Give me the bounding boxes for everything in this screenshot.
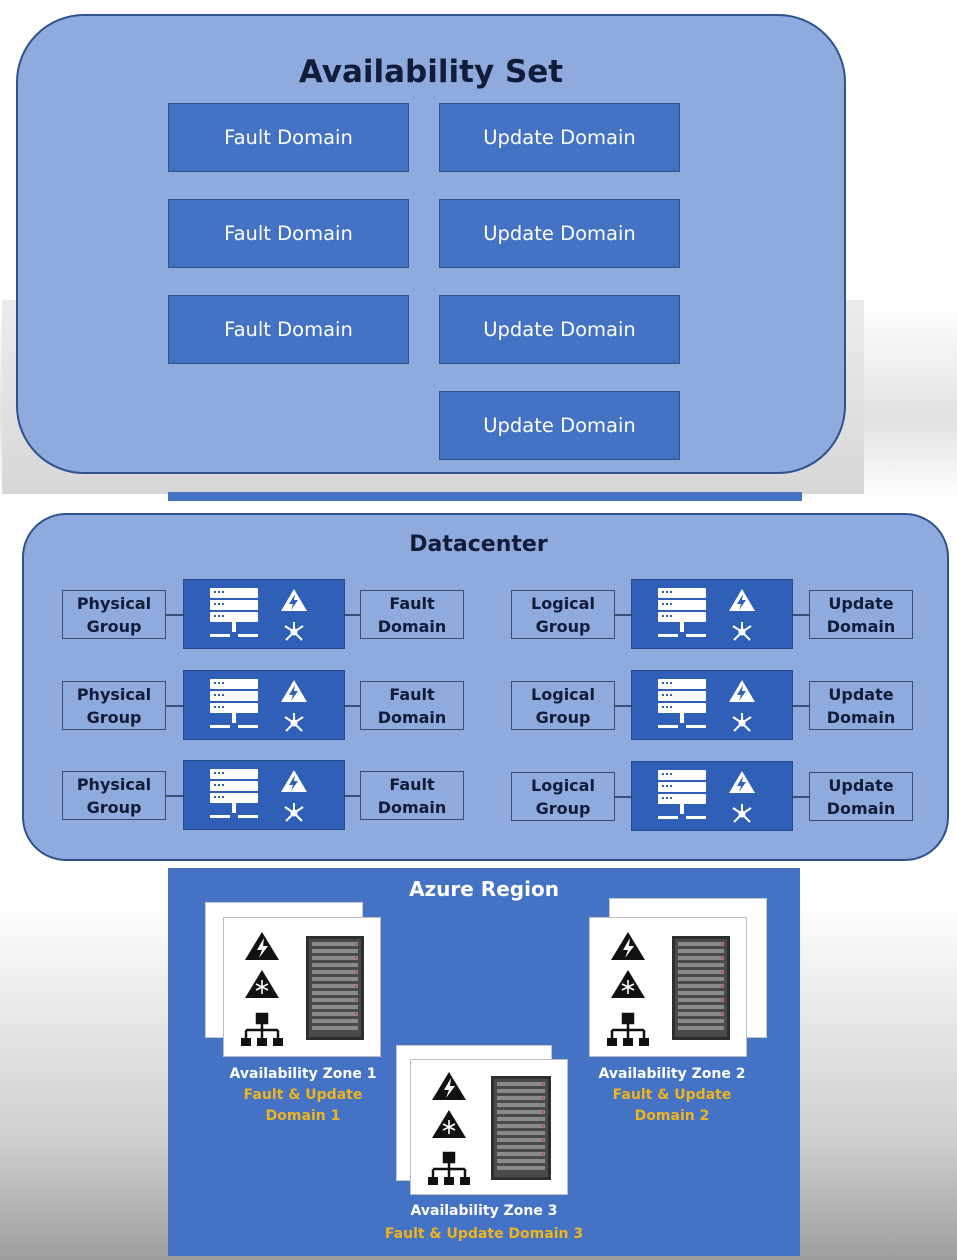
server-power-network-icons bbox=[210, 588, 307, 641]
fault-domain-label: Fault Domain bbox=[360, 681, 464, 730]
availability-zone-3-card bbox=[410, 1059, 568, 1195]
logical-group-line1: Logical bbox=[531, 775, 595, 795]
update-domain-line1: Update bbox=[828, 684, 894, 704]
physical-group-label: Physical Group bbox=[62, 681, 166, 730]
update-domain-box: Update Domain bbox=[439, 295, 680, 364]
physical-group-line1: Physical bbox=[76, 774, 152, 794]
fault-domain-line2: Domain bbox=[377, 707, 447, 727]
fault-domain-box: Fault Domain bbox=[168, 103, 409, 172]
connector-line bbox=[345, 795, 361, 797]
azure-region-title: Azure Region bbox=[409, 877, 559, 901]
physical-group-line2: Group bbox=[86, 797, 142, 817]
datacenter-panel bbox=[22, 513, 949, 861]
connector-line bbox=[615, 614, 632, 616]
fault-domain-line1: Fault bbox=[389, 774, 435, 794]
connector-line bbox=[615, 705, 632, 707]
connector-line bbox=[615, 796, 632, 798]
server-power-network-icons bbox=[658, 588, 755, 641]
zone-icons bbox=[241, 932, 364, 1046]
physical-group-label: Physical Group bbox=[62, 771, 166, 820]
network-icon bbox=[610, 1012, 646, 1038]
network-icon bbox=[244, 1012, 280, 1038]
connector-line bbox=[793, 705, 810, 707]
zone-1-name: Availability Zone 1 bbox=[229, 1066, 377, 1082]
fault-domain-label: Fault Domain bbox=[360, 590, 464, 639]
logical-group-label: Logical Group bbox=[511, 590, 615, 639]
zone-1-detail-line2: Domain 1 bbox=[265, 1108, 341, 1124]
fault-domain-label: Fault Domain bbox=[360, 771, 464, 820]
availability-zone-2-card bbox=[589, 917, 747, 1057]
server-rack-icon bbox=[491, 1076, 551, 1180]
connector-line bbox=[345, 614, 361, 616]
availability-zone-3-caption: Availability Zone 3 Fault & Update Domai… bbox=[368, 1201, 600, 1245]
network-icon bbox=[431, 1151, 467, 1177]
zone-3-name: Availability Zone 3 bbox=[410, 1203, 558, 1219]
connector-line bbox=[166, 614, 184, 616]
update-domain-line1: Update bbox=[828, 775, 894, 795]
availability-zone-1-card bbox=[223, 917, 381, 1057]
server-power-network-icons bbox=[210, 769, 307, 822]
update-domain-label: Update Domain bbox=[809, 590, 913, 639]
logical-group-line1: Logical bbox=[531, 593, 595, 613]
datacenter-icon-box bbox=[631, 761, 793, 831]
connector-line bbox=[166, 705, 184, 707]
availability-set-panel: Availability Set bbox=[16, 14, 846, 474]
connector-line bbox=[345, 705, 361, 707]
update-domain-box: Update Domain bbox=[439, 199, 680, 268]
datacenter-icon-box bbox=[183, 760, 345, 830]
zone-1-detail-line1: Fault & Update bbox=[243, 1087, 363, 1103]
datacenter-icon-box bbox=[631, 670, 793, 740]
physical-group-line1: Physical bbox=[76, 593, 152, 613]
fault-domain-box: Fault Domain bbox=[168, 199, 409, 268]
logical-group-line1: Logical bbox=[531, 684, 595, 704]
connector-line bbox=[793, 796, 810, 798]
datacenter-title: Datacenter bbox=[409, 532, 548, 557]
datacenter-icon-box bbox=[183, 670, 345, 740]
availability-zone-2-caption: Availability Zone 2 Fault & Update Domai… bbox=[577, 1064, 767, 1127]
availability-zone-1-caption: Availability Zone 1 Fault & Update Domai… bbox=[208, 1064, 398, 1127]
update-domain-box: Update Domain bbox=[439, 391, 680, 460]
zone-3-detail-line1: Fault & Update Domain 3 bbox=[384, 1226, 584, 1242]
logical-group-line2: Group bbox=[535, 798, 591, 818]
server-power-network-icons bbox=[658, 679, 755, 732]
update-domain-line2: Domain bbox=[826, 616, 896, 636]
zone-icons bbox=[607, 932, 730, 1046]
fault-domain-line2: Domain bbox=[377, 797, 447, 817]
physical-group-line2: Group bbox=[86, 707, 142, 727]
update-domain-line1: Update bbox=[828, 593, 894, 613]
physical-group-label: Physical Group bbox=[62, 590, 166, 639]
availability-set-stripe bbox=[168, 492, 802, 501]
fault-domain-box: Fault Domain bbox=[168, 295, 409, 364]
zone-2-detail-line1: Fault & Update bbox=[612, 1087, 732, 1103]
server-rack-icon bbox=[672, 936, 730, 1040]
zone-2-detail-line2: Domain 2 bbox=[634, 1108, 710, 1124]
update-domain-line2: Domain bbox=[826, 707, 896, 727]
server-rack-icon bbox=[306, 936, 364, 1040]
connector-line bbox=[793, 614, 810, 616]
update-domain-label: Update Domain bbox=[809, 681, 913, 730]
logical-group-line2: Group bbox=[535, 707, 591, 727]
physical-group-line2: Group bbox=[86, 616, 142, 636]
fault-domain-line1: Fault bbox=[389, 593, 435, 613]
update-domain-line2: Domain bbox=[826, 798, 896, 818]
availability-set-title: Availability Set bbox=[298, 54, 564, 90]
fault-domain-line1: Fault bbox=[389, 684, 435, 704]
logical-group-label: Logical Group bbox=[511, 772, 615, 821]
server-power-network-icons bbox=[658, 770, 755, 823]
server-power-network-icons bbox=[210, 679, 307, 732]
logical-group-label: Logical Group bbox=[511, 681, 615, 730]
logical-group-line2: Group bbox=[535, 616, 591, 636]
update-domain-label: Update Domain bbox=[809, 772, 913, 821]
update-domain-box: Update Domain bbox=[439, 103, 680, 172]
connector-line bbox=[166, 795, 184, 797]
zone-icons bbox=[428, 1072, 551, 1185]
zone-2-name: Availability Zone 2 bbox=[598, 1066, 746, 1082]
fault-domain-line2: Domain bbox=[377, 616, 447, 636]
datacenter-icon-box bbox=[631, 579, 793, 649]
datacenter-icon-box bbox=[183, 579, 345, 649]
physical-group-line1: Physical bbox=[76, 684, 152, 704]
